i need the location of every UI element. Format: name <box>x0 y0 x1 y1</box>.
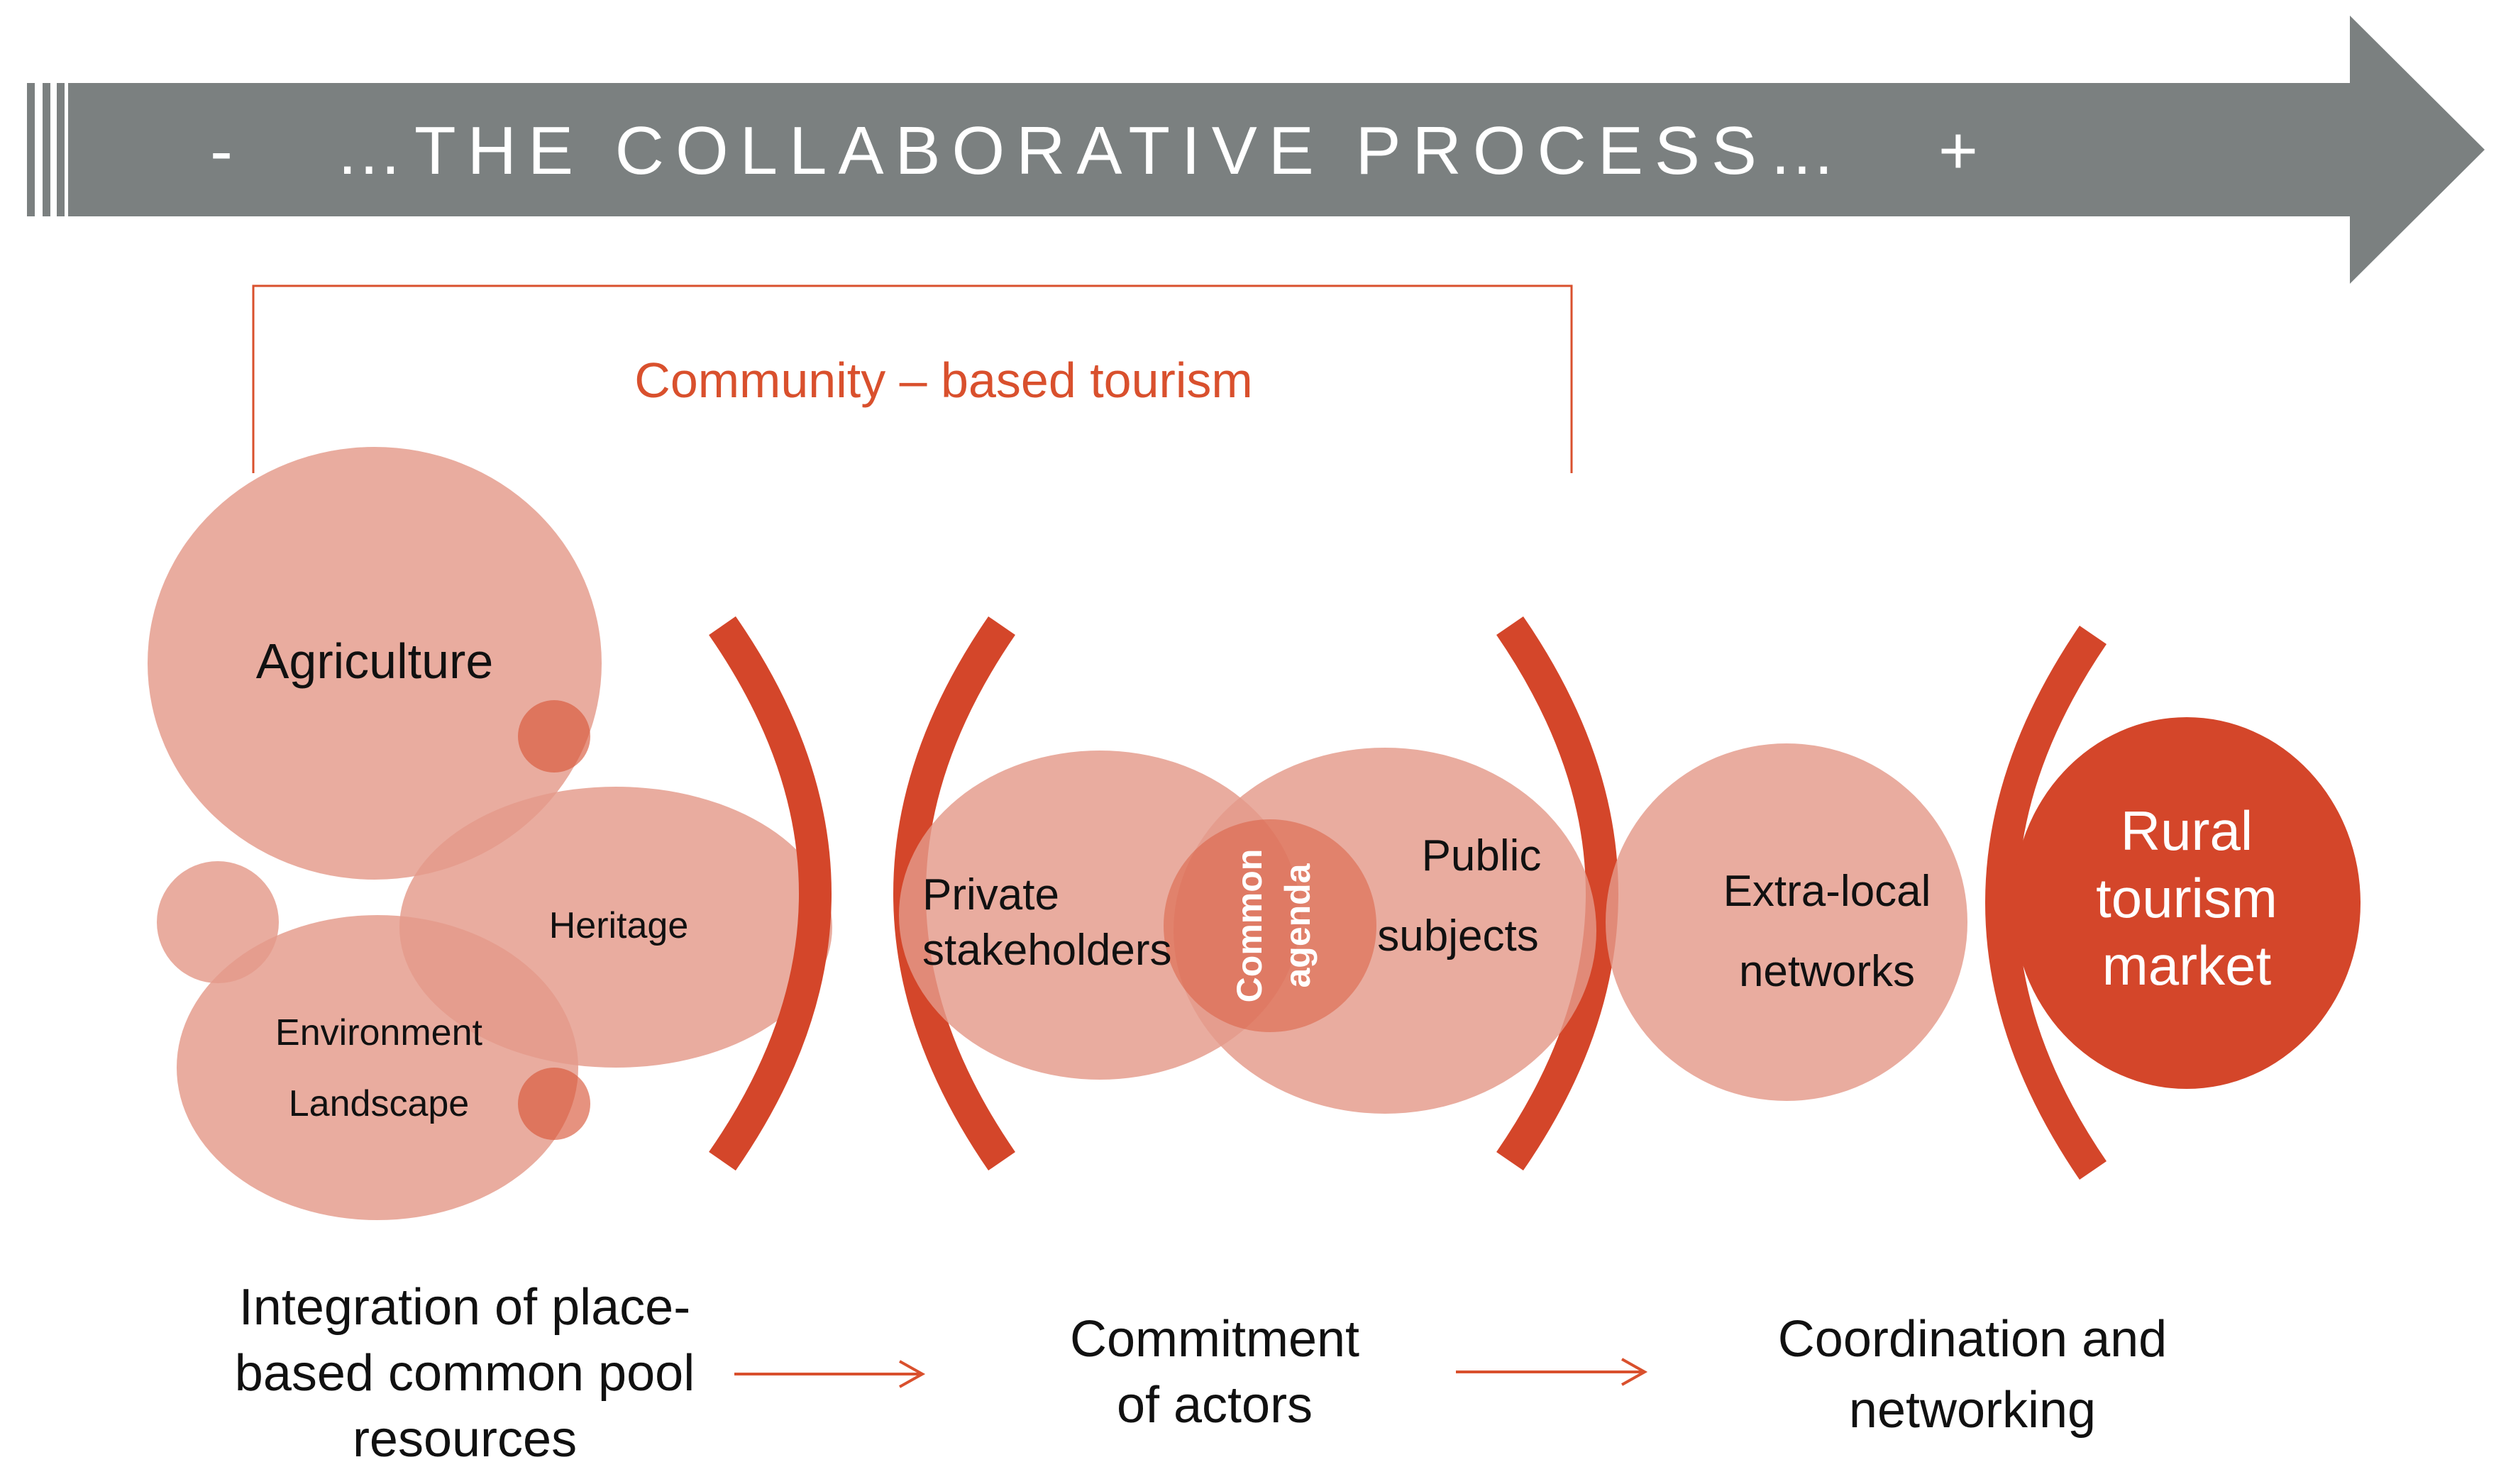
extra-local-networks-circle <box>1606 743 1967 1101</box>
stage-arrow-2-head <box>1621 1358 1648 1386</box>
landscape-label: Landscape <box>289 1083 469 1124</box>
private-stakeholders-label-line1: Private <box>922 870 1059 919</box>
bracket-outline <box>252 284 1573 473</box>
resource-cluster: Agriculture Heritage Environment Landsca… <box>148 447 832 1220</box>
stage-integration-line3: resources <box>353 1411 577 1468</box>
collaborative-process-arrow: - …THE COLLABORATIVE PROCESS… + <box>27 16 2485 284</box>
stage-integration-line1: Integration of place- <box>239 1279 690 1336</box>
stage-integration-line2: based common pool <box>235 1345 695 1402</box>
public-subjects-label-line1: Public <box>1422 831 1542 880</box>
rural-tourism-market: Rural tourism market <box>2013 717 2361 1089</box>
common-agenda-label-line2: agenda <box>1278 863 1318 987</box>
extra-local-networks: Extra-local networks <box>1606 743 1967 1101</box>
stage-arrow-1-head <box>899 1360 926 1388</box>
small-circle-bottom <box>518 1068 590 1140</box>
parenthesis-brackets <box>709 616 2107 1180</box>
stage-arrow-2 <box>1456 1358 1648 1386</box>
arrow-stripe-3 <box>57 83 65 216</box>
community-based-tourism-bracket: Community – based tourism <box>252 284 1573 473</box>
environment-label: Environment <box>275 1012 482 1053</box>
public-subjects-label-line2: subjects <box>1377 912 1538 960</box>
stage-coordination-line2: networking <box>1849 1382 2096 1439</box>
extra-local-networks-label-line2: networks <box>1739 947 1915 996</box>
arrow-stripe-2 <box>43 83 50 216</box>
stages: Integration of place- based common pool … <box>235 1279 2167 1468</box>
heritage-label: Heritage <box>549 905 689 946</box>
close-paren-2 <box>1496 616 1618 1171</box>
arrow-label: - …THE COLLABORATIVE PROCESS… + <box>210 113 1989 189</box>
rural-tourism-market-label-line3: market <box>2102 934 2272 997</box>
rural-tourism-market-circle <box>2013 717 2361 1089</box>
common-agenda-label-line1: Common <box>1230 849 1269 1003</box>
community-based-tourism-label: Community – based tourism <box>634 353 1252 408</box>
extra-local-networks-label-line1: Extra-local <box>1723 867 1931 916</box>
close-paren-1 <box>709 616 832 1171</box>
stage-coordination-line1: Coordination and <box>1778 1311 2167 1368</box>
agriculture-circle <box>148 447 602 880</box>
common-agenda-label: Common agenda <box>1230 849 1318 1003</box>
private-stakeholders-label-line2: stakeholders <box>922 926 1172 975</box>
heritage-circle <box>399 787 832 1068</box>
stage-commitment-line2: of actors <box>1117 1377 1313 1434</box>
small-circle-top <box>518 700 590 773</box>
stage-arrow-1 <box>734 1360 926 1388</box>
stage-commitment-line1: Commitment <box>1070 1311 1359 1368</box>
common-agenda-circle <box>1164 819 1376 1032</box>
rural-tourism-market-label-line1: Rural <box>2121 799 2253 862</box>
agriculture-label: Agriculture <box>256 633 494 689</box>
open-paren-2 <box>1985 626 2107 1180</box>
rural-tourism-market-label-line2: tourism <box>2096 867 2278 929</box>
actors-cluster: Private stakeholders Common agenda Publi… <box>899 748 1596 1114</box>
arrow-body <box>68 16 2485 284</box>
arrow-stripe-1 <box>27 83 35 216</box>
